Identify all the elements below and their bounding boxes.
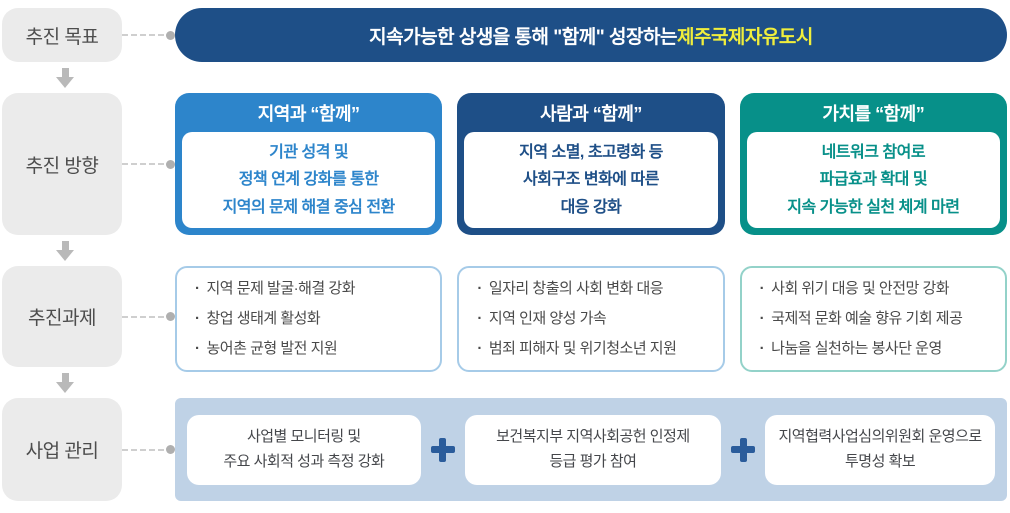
task-item: ·지역 인재 양성 가속 [477, 304, 712, 334]
down-arrow-icon [56, 240, 74, 261]
task-item: ·나눔을 실천하는 봉사단 운영 [760, 334, 995, 364]
bullet-icon: · [477, 340, 482, 357]
card-title: 사람과 “함께” [540, 103, 642, 124]
bullet-icon: · [759, 310, 765, 327]
arrow-row [2, 62, 1007, 93]
card-title: 지역과 “함께” [257, 103, 360, 124]
direction-cards: 지역과 “함께” 기관 성격 및 정책 연계 강화를 통한 지역의 문제 해결 … [175, 93, 1007, 235]
task-box-people: ·일자리 창출의 사회 변화 대응 ·지역 인재 양성 가속 ·범죄 피해자 및… [457, 266, 725, 372]
task-item: ·범죄 피해자 및 위기청소년 지원 [477, 334, 712, 364]
management-row: 사업 관리 사업별 모니터링 및 주요 사회적 성과 측정 강화 보건복지부 지… [2, 398, 1007, 501]
bullet-icon: · [759, 340, 765, 357]
management-content: 사업별 모니터링 및 주요 사회적 성과 측정 강화 보건복지부 지역사회공헌 … [175, 398, 1007, 501]
task-boxes: ·지역 문제 발굴·해결 강화 ·창업 생태계 활성화 ·농어촌 균형 발전 지… [175, 266, 1007, 372]
task-item: ·일자리 창출의 사회 변화 대응 [477, 274, 712, 304]
card-title: 가치를 “함께” [822, 103, 925, 124]
direction-label: 추진 방향 [2, 93, 122, 235]
card-body: 기관 성격 및 정책 연계 강화를 통한 지역의 문제 해결 중심 전환 [182, 132, 436, 228]
card-body: 지역 소멸, 초고령화 등 사회구조 변화에 따른 대응 강화 [464, 132, 718, 228]
task-box-value: ·사회 위기 대응 및 안전망 강화 ·국제적 문화 예술 향유 기회 제공 ·… [739, 266, 1007, 372]
task-item: ·국제적 문화 예술 향유 기회 제공 [760, 304, 995, 334]
management-box-committee: 지역협력사업심의위원회 운영으로 투명성 확보 [765, 414, 995, 485]
direction-card-people: 사람과 “함께” 지역 소멸, 초고령화 등 사회구조 변화에 따른 대응 강화 [457, 93, 725, 235]
bullet-icon: · [477, 280, 482, 297]
bullet-icon: · [477, 310, 482, 327]
arrow-row [2, 367, 1007, 398]
tasks-label: 추진과제 [2, 266, 122, 367]
direction-row: 추진 방향 지역과 “함께” 기관 성격 및 정책 연계 강화를 통한 지역의 … [2, 93, 1007, 235]
goal-content: 지속가능한 상생을 통해 "함께" 성장하는 제주국제자유도시 [175, 8, 1007, 62]
connector-line [122, 30, 175, 40]
task-box-region: ·지역 문제 발굴·해결 강화 ·창업 생태계 활성화 ·농어촌 균형 발전 지… [175, 266, 443, 372]
task-item: ·사회 위기 대응 및 안전망 강화 [760, 274, 995, 304]
arrow-row [2, 235, 1007, 266]
management-box-monitoring: 사업별 모니터링 및 주요 사회적 성과 측정 강화 [187, 414, 421, 485]
plus-icon [731, 437, 756, 462]
goal-row: 추진 목표 지속가능한 상생을 통해 "함께" 성장하는 제주국제자유도시 [2, 8, 1007, 62]
card-body: 네트워크 참여로 파급효과 확대 및 지속 가능한 실천 체계 마련 [746, 132, 1000, 228]
goal-banner: 지속가능한 상생을 통해 "함께" 성장하는 제주국제자유도시 [175, 8, 1007, 62]
management-band: 사업별 모니터링 및 주요 사회적 성과 측정 강화 보건복지부 지역사회공헌 … [175, 398, 1007, 501]
goal-label: 추진 목표 [2, 8, 122, 62]
management-label: 사업 관리 [2, 398, 122, 501]
bullet-icon: · [759, 280, 765, 297]
goal-title: 지속가능한 상생을 통해 "함께" 성장하는 [369, 26, 677, 48]
bullet-icon: · [195, 310, 200, 327]
connector-dot [166, 312, 175, 321]
connector-line [122, 445, 175, 454]
task-item: ·창업 생태계 활성화 [195, 304, 430, 334]
tasks-row: 추진과제 ·지역 문제 발굴·해결 강화 ·창업 생태계 활성화 ·농어촌 균형… [2, 266, 1007, 372]
connector-dot [166, 445, 175, 454]
bullet-icon: · [195, 280, 200, 297]
plus-icon [430, 437, 455, 462]
direction-card-value: 가치를 “함께” 네트워크 참여로 파급효과 확대 및 지속 가능한 실천 체계… [739, 93, 1007, 235]
bullet-icon: · [195, 340, 200, 357]
goal-title-highlight: 제주국제자유도시 [676, 26, 813, 48]
task-item: ·농어촌 균형 발전 지원 [195, 334, 430, 364]
direction-card-region: 지역과 “함께” 기관 성격 및 정책 연계 강화를 통한 지역의 문제 해결 … [175, 93, 443, 235]
task-item: ·지역 문제 발굴·해결 강화 [195, 274, 430, 304]
connector-dot [166, 30, 175, 40]
connector-line [122, 312, 175, 321]
down-arrow-icon [56, 67, 74, 88]
connector-dot [166, 159, 175, 169]
connector-line [122, 159, 175, 169]
management-box-certification: 보건복지부 지역사회공헌 인정제 등급 평가 참여 [464, 414, 722, 485]
down-arrow-icon [56, 372, 74, 393]
